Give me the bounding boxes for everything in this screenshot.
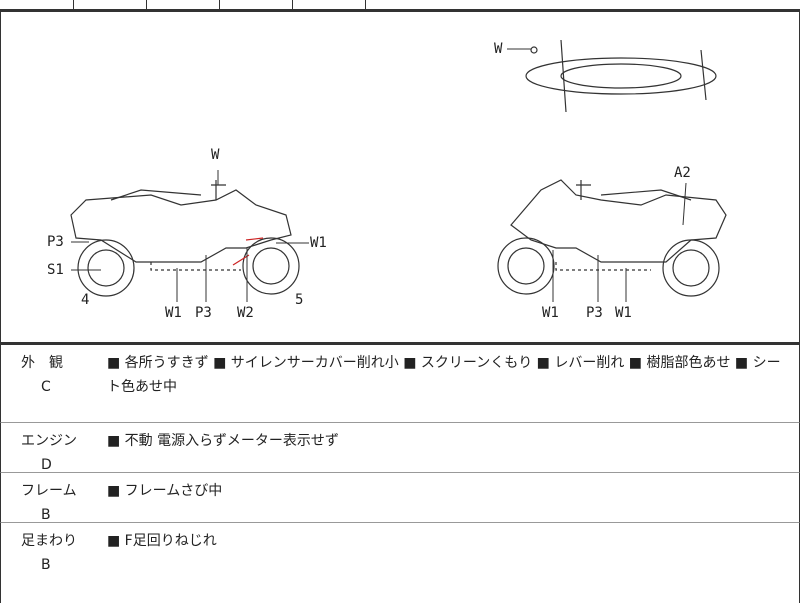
damage-label: W1 bbox=[310, 235, 327, 251]
category-label: 外 観 bbox=[21, 355, 63, 371]
wheel-number: 4 bbox=[81, 292, 90, 308]
category-label: エンジン bbox=[21, 433, 77, 449]
damage-label: W1 bbox=[615, 305, 632, 321]
category-label: フレーム bbox=[21, 483, 77, 499]
cell-divider bbox=[365, 0, 366, 9]
damage-label: W bbox=[494, 41, 503, 57]
damage-label: P3 bbox=[586, 305, 603, 321]
category-label: 足まわり bbox=[21, 533, 77, 549]
condition-row-frame: フレーム B ■ フレームさび中 bbox=[0, 473, 800, 523]
motorcycle-right-side-icon bbox=[497, 179, 727, 297]
condition-row-exterior: 外 観 C ■ 各所うすきず ■ サイレンサーカバー削れ小 ■ スクリーンくもり … bbox=[0, 345, 800, 423]
condition-text: ■ フレームさび中 bbox=[107, 483, 223, 499]
damage-label: W1 bbox=[165, 305, 182, 321]
damage-diagram: W P3 S1 4 5 W1 P3 W2 W1 A2 W1 P3 W1 W bbox=[0, 12, 800, 342]
damage-label: W2 bbox=[237, 305, 254, 321]
grade: B bbox=[41, 557, 51, 573]
cell-divider bbox=[292, 0, 293, 9]
grade: B bbox=[41, 507, 51, 523]
damage-label: W bbox=[211, 147, 220, 163]
condition-row-engine: エンジン D ■ 不動 電源入らずメーター表示せず bbox=[0, 423, 800, 473]
cell-divider bbox=[146, 0, 147, 9]
damage-label: P3 bbox=[47, 234, 64, 250]
motorcycle-left-side-icon bbox=[70, 180, 300, 297]
grade: C bbox=[41, 379, 51, 395]
cell-divider bbox=[73, 0, 74, 9]
top-table-row bbox=[0, 0, 800, 12]
condition-text: ■ F足回りねじれ bbox=[107, 533, 217, 549]
damage-label: A2 bbox=[674, 165, 691, 181]
cell-divider bbox=[219, 0, 220, 9]
damage-label: P3 bbox=[195, 305, 212, 321]
damage-label: S1 bbox=[47, 262, 64, 278]
condition-row-suspension: 足まわり B ■ F足回りねじれ bbox=[0, 523, 800, 603]
grade: D bbox=[41, 457, 52, 473]
motorcycle-drawings bbox=[70, 39, 727, 302]
wheel-number: 5 bbox=[295, 292, 304, 308]
condition-text: ■ 不動 電源入らずメーター表示せず bbox=[107, 433, 339, 449]
motorcycle-top-view-icon bbox=[525, 39, 717, 113]
damage-label: W1 bbox=[542, 305, 559, 321]
divider bbox=[0, 342, 800, 345]
condition-text: ■ 各所うすきず ■ サイレンサーカバー削れ小 ■ スクリーンくもり ■ レバー… bbox=[107, 355, 781, 395]
